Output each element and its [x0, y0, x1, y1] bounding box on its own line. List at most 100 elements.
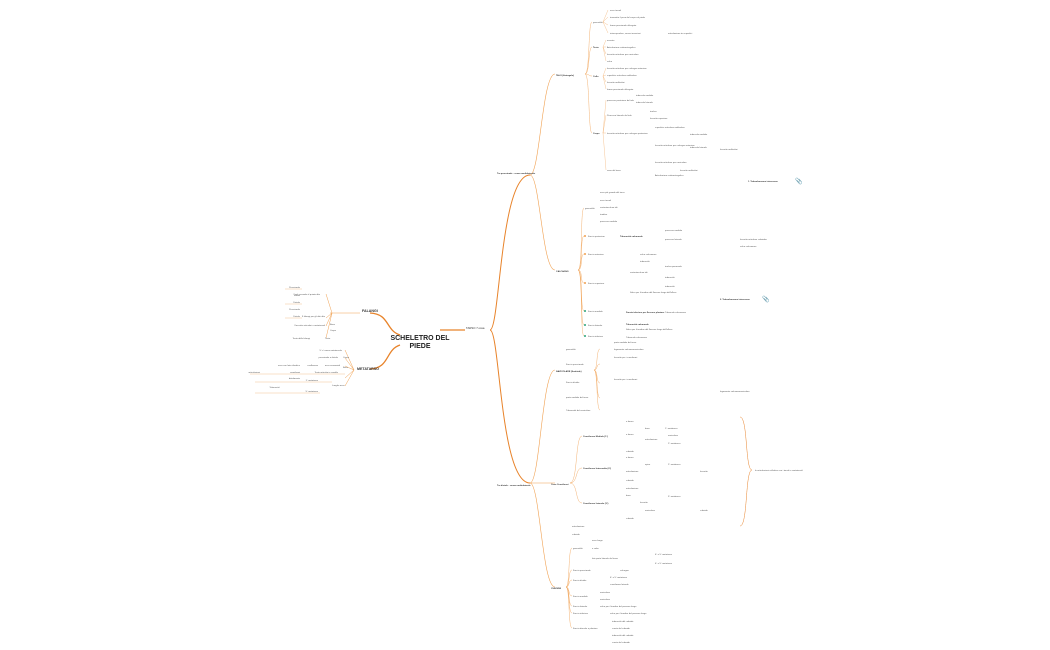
talo-line-8: solco: [607, 61, 613, 63]
metatarso-item-0: 5° e' meno metatarsale: [320, 349, 343, 352]
cuneiformi-line-4b: 2° metatarso: [668, 463, 681, 466]
cuneiformi-line-8: navicolare: [668, 434, 679, 437]
cuneiformi-line-9b: cuboide: [626, 480, 634, 482]
cuneiformi-line-6b: articolazione: [626, 470, 639, 473]
calcagno-line-10: troclea peroneale: [665, 265, 683, 268]
tarso-branch-label[interactable]: TARSO 7 ossa: [466, 326, 485, 330]
metatarso-item-7: Lunghe ossa: [332, 385, 345, 387]
cuboide-group-5: Faccia inferiore: [573, 612, 589, 615]
falangi-item-1: Media: [294, 295, 301, 297]
cuboide-line-3: 4° e 5° metatarso: [655, 553, 673, 556]
falangi-item-7: Base: [330, 324, 336, 326]
talo-line-16: troclea: [650, 110, 657, 113]
talo-line-12: processo posteriore del talo: [607, 99, 635, 102]
talo-line-2: forma prossimale allungata: [610, 24, 637, 27]
calcagno-group-5: Faccia laterale: [588, 324, 603, 327]
calcagno-line-8b: solco calcaneare: [640, 253, 657, 256]
talo-line-10: superficie articolare malleolare: [607, 74, 637, 77]
talo-line-17: faccetta superiore: [650, 117, 668, 120]
falangi-label[interactable]: FALANGI: [362, 309, 378, 313]
navicolare-line-6: legamento calcaneonavicolare: [614, 348, 644, 351]
talo-line-3: intracapsulare, senza inserzioni: [610, 32, 641, 35]
cuneiformi-group-1: Cuneiforme Intermedio (2°): [583, 467, 611, 470]
cuneiformi-group-0: Cuneiforme Mediale (1°): [583, 436, 608, 438]
navicolare-line-6b: legamento calcaneonavicolare: [720, 390, 750, 393]
cuneiformi-line-5: 3° metatarso: [668, 495, 681, 498]
metatarso-group: METATARSO 5° e' meno metatarsale prossim…: [248, 349, 379, 394]
cuneiformi-line-0b: a forma: [626, 433, 634, 436]
cuboide-line-7: solco per il tendine del peroneo lungo: [600, 605, 637, 608]
section-cuboide: CUBOIDE generalità Faccia prossimale Fac…: [551, 540, 673, 644]
cuboide-title[interactable]: CUBOIDE: [551, 588, 562, 590]
cuneiformi-line-9e: cuboide: [572, 534, 580, 536]
calcagno-line-5b: processo mediale: [665, 229, 683, 232]
calcagno-line-12: Solco per il tendine del flessore lungo …: [630, 291, 677, 294]
metatarso-detail-3: articolazioni: [248, 371, 260, 374]
section-cuneiformi-parent[interactable]: Tra distale - senza mediolaterale: [497, 484, 531, 487]
cuboide-group-2: Faccia distale: [573, 579, 587, 582]
metatarso-item-4: Tuberosita': [269, 386, 280, 389]
calcagno-group-1: Faccia posteriore: [588, 235, 606, 238]
branch-falangi-line: [369, 312, 401, 336]
cuneiformi-line-6: articolazione: [645, 438, 658, 441]
cuneiformi-line-4: 2° metatarso: [668, 442, 681, 445]
cuboide-group-6: Faccia dorsale e plantare: [573, 627, 598, 630]
cuneiformi-title[interactable]: Ossa Cuneiformi: [551, 484, 569, 486]
talo-line-14b: tubercolo laterale: [690, 146, 708, 149]
cuboide-group-3: Faccia mediale: [573, 596, 588, 598]
metatarso-item-8: 5° metatarso: [306, 390, 319, 393]
falangi-item-0: Prossimale: [289, 286, 301, 289]
metatarso-item-3: Base: [343, 367, 349, 369]
calcagno-line-3: tendine: [600, 213, 608, 216]
talo-line-6: Articolazione sottoastragalica: [607, 46, 636, 49]
cuneiformi-line-7b: faccette: [640, 501, 648, 504]
calcagno-line-2b: sostentaculum tali: [630, 271, 648, 274]
falangi-item-4: Distale: [293, 315, 300, 318]
calcagno-group-0: generalità: [585, 207, 595, 210]
metatarso-item-2: Corpo: [343, 356, 350, 359]
falangi-item-10: Testa: [325, 337, 331, 340]
navicolare-line-4: faccette per i cuneiformi: [614, 356, 638, 359]
talo-line-20[interactable]: 1. Talocalcaneare interossea: [748, 180, 778, 183]
calcagno-line-2: sostentaculum tali: [600, 206, 618, 209]
metatarso-item-5: Testa articolari e condilo: [315, 371, 339, 374]
section-talo-parent[interactable]: Tra prossimale - senza mediolaterale: [497, 172, 536, 175]
talo-group-2: Collo: [593, 76, 599, 78]
cuneiformi-line-0c: a forma: [626, 456, 634, 459]
section-calcagno: CALCAGNO generalità Faccia posteriore Fa…: [556, 191, 770, 339]
cuboide-line-9: cresta del cuboide: [612, 627, 631, 630]
attachment-icon[interactable]: 📎: [795, 177, 803, 185]
navicolare-line-0: generalità: [566, 348, 576, 351]
navicolare-line-2: Faccia distale: [566, 381, 580, 384]
branch-metatarso-line: [369, 344, 401, 370]
navicolare-line-5b: parte mediale del tarso: [614, 341, 637, 344]
cuneiformi-line-3: 1° metatarso: [665, 427, 678, 430]
root-title-line2: PIEDE: [409, 343, 430, 350]
cuboide-group-1: Faccia prossimale: [573, 569, 591, 572]
metatarso-detail-4: cuneiformi: [290, 371, 301, 374]
calcagno-title[interactable]: CALCAGNO: [556, 270, 569, 273]
falangi-group: FALANGI 2 nel secondo al quinto dito Pro…: [285, 286, 378, 340]
cuboide-line-7b: solco per il tendine del peroneo lungo: [610, 612, 647, 615]
metatarso-label[interactable]: METATARSO: [357, 367, 379, 371]
talo-line-9: faccetta articolare per calcagno anterio…: [607, 67, 647, 70]
cuboide-line-8: tuberosità del cuboide: [612, 620, 634, 623]
talo-line-7b: faccetta articolare per navicolare: [655, 161, 687, 164]
section-navicolare: NAVICOLARE (Scafoide) generalità Faccia …: [556, 341, 750, 412]
talo-line-10b: superficie articolare malleolare: [655, 126, 685, 129]
talo-title[interactable]: TALO (Astragalo): [556, 74, 574, 77]
metatarso-detail-2: ossa sesamoidi: [325, 365, 341, 367]
cuneiformi-line-2: apice: [645, 464, 651, 466]
cuboide-group-0: generalità: [573, 547, 583, 550]
calcagno-line-14: Tubercolo calcaneare: [665, 311, 687, 314]
attachment-icon-2[interactable]: 📎: [762, 295, 770, 303]
calcagno-line-11[interactable]: 2. Talocalcaneare interossea: [720, 298, 750, 301]
calcagno-line-4: Tuberosità calcaneale: [620, 235, 643, 238]
calcagno-line-9b: tuberosità: [665, 276, 675, 279]
talo-line-11: faccette malleolari: [607, 81, 625, 84]
root-node[interactable]: SCHELETRO DEL PIEDE: [390, 335, 450, 350]
cuboide-line-0: ossa lunga: [592, 540, 603, 542]
talo-group-1: Testa: [593, 46, 599, 49]
navicolare-title[interactable]: NAVICOLARE (Scafoide): [556, 370, 582, 373]
cuneiformi-line-1b: base: [626, 495, 632, 497]
